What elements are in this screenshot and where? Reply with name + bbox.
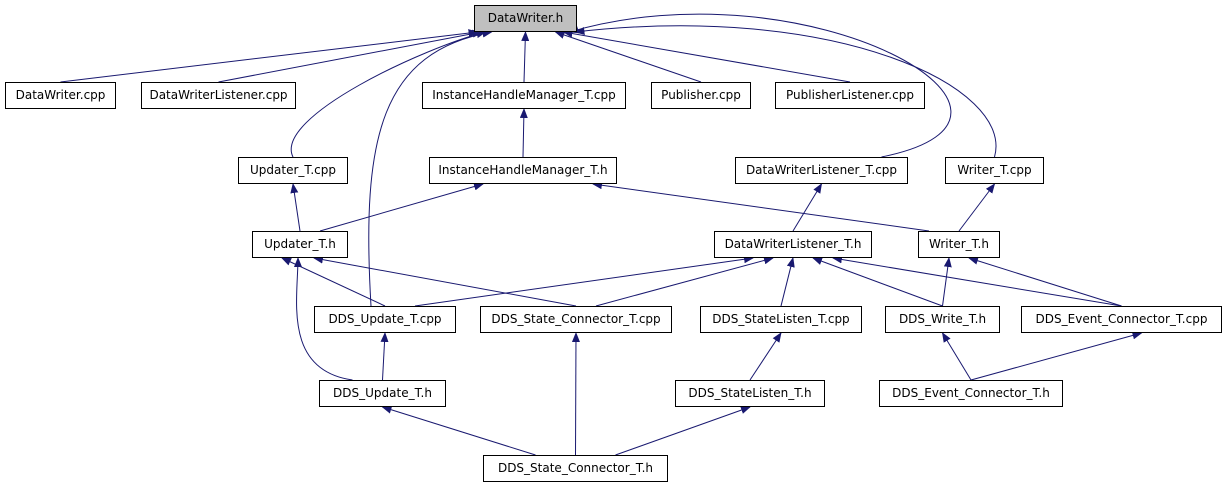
node-datawriter-cpp[interactable]: DataWriter.cpp [5, 82, 116, 109]
node-instancehandlemanager-t-h[interactable]: InstanceHandleManager_T.h [429, 157, 617, 184]
edge-dds-state-connector-t-cpp-to-updater-t-h [313, 255, 577, 307]
node-dds-update-t-h[interactable]: DDS_Update_T.h [319, 380, 446, 407]
node-dds-event-connector-t-cpp[interactable]: DDS_Event_Connector_T.cpp [1021, 306, 1222, 333]
node-dds-statelisten-t-h[interactable]: DDS_StateListen_T.h [675, 380, 825, 407]
node-publisher-cpp[interactable]: Publisher.cpp [651, 82, 751, 109]
edge-dds-state-connector-t-h-to-dds-statelisten-t-h [615, 406, 751, 456]
edge-instancehandlemanager-t-h-to-instancehandlemanager-t-cpp [519, 108, 528, 158]
edge-instancehandlemanager-t-cpp-to-datawriter-h [521, 31, 530, 83]
edge-dds-update-t-cpp-to-datawriterlistener-t-h [414, 255, 754, 307]
node-publisherlistener-cpp[interactable]: PublisherListener.cpp [775, 82, 925, 109]
edge-dds-event-connector-t-h-to-dds-event-connector-t-cpp [970, 331, 1143, 381]
edge-publisher-cpp-to-datawriter-h [554, 31, 702, 83]
edge-dds-state-connector-t-h-to-dds-update-t-h [381, 405, 536, 456]
edge-writer-t-cpp-to-datawriter-h [574, 25, 997, 158]
node-dds-statelisten-t-cpp[interactable]: DDS_StateListen_T.cpp [700, 306, 862, 333]
node-datawriterlistener-cpp[interactable]: DataWriterListener.cpp [141, 82, 296, 109]
edge-dds-statelisten-t-h-to-dds-statelisten-t-cpp [749, 332, 782, 381]
node-datawriterlistener-t-h[interactable]: DataWriterListener_T.h [714, 231, 872, 258]
edge-dds-state-connector-t-cpp-to-datawriterlistener-t-h [595, 256, 774, 307]
edge-dds-write-t-h-to-datawriterlistener-t-h [812, 257, 943, 307]
node-writer-t-h[interactable]: Writer_T.h [918, 231, 1000, 258]
edge-dds-update-t-h-to-updater-t-h [293, 257, 353, 381]
edges-layer [60, 13, 1143, 456]
edge-dds-update-t-h-to-dds-update-t-cpp [380, 332, 389, 381]
edge-dds-statelisten-t-cpp-to-datawriterlistener-t-h [780, 257, 795, 307]
node-updater-t-h[interactable]: Updater_T.h [252, 231, 348, 258]
edge-dds-event-connector-t-cpp-to-datawriterlistener-t-h [832, 255, 1122, 307]
node-writer-t-cpp[interactable]: Writer_T.cpp [945, 157, 1044, 184]
node-dds-update-t-cpp[interactable]: DDS_Update_T.cpp [314, 306, 456, 333]
edge-datawriter-cpp-to-datawriter-h [60, 29, 479, 83]
edge-updater-t-cpp-to-datawriter-h [290, 30, 487, 158]
edge-writer-t-h-to-instancehandlemanager-t-h [592, 181, 930, 232]
edge-updater-t-h-to-instancehandlemanager-t-h [319, 182, 484, 232]
node-datawriterlistener-t-cpp[interactable]: DataWriterListener_T.cpp [735, 157, 908, 184]
edge-datawriterlistener-cpp-to-datawriter-h [218, 29, 483, 83]
edge-dds-event-connector-t-cpp-to-writer-t-h [968, 256, 1122, 307]
node-dds-state-connector-t-h[interactable]: DDS_State_Connector_T.h [483, 455, 668, 482]
edge-dds-write-t-h-to-writer-t-h [942, 257, 952, 307]
edge-writer-t-h-to-writer-t-cpp [958, 183, 996, 232]
node-updater-t-cpp[interactable]: Updater_T.cpp [238, 157, 348, 184]
node-dds-event-connector-t-h[interactable]: DDS_Event_Connector_T.h [879, 380, 1063, 407]
edge-updater-t-h-to-updater-t-cpp [290, 183, 301, 232]
edge-datawriterlistener-t-cpp-to-datawriter-h [568, 13, 952, 158]
node-dds-state-connector-t-cpp[interactable]: DDS_State_Connector_T.cpp [480, 306, 672, 333]
node-instancehandlemanager-t-cpp[interactable]: InstanceHandleManager_T.cpp [422, 82, 626, 109]
edge-publisherlistener-cpp-to-datawriter-h [562, 29, 851, 83]
node-dds-write-t-h[interactable]: DDS_Write_T.h [885, 306, 1000, 333]
edge-dds-state-connector-t-h-to-dds-state-connector-t-cpp [571, 332, 580, 456]
edge-dds-event-connector-t-h-to-dds-write-t-h [941, 332, 972, 381]
edge-datawriterlistener-t-h-to-datawriterlistener-t-cpp [792, 183, 823, 232]
node-datawriter-h: DataWriter.h [474, 5, 577, 32]
edge-dds-update-t-cpp-to-datawriter-h [368, 29, 493, 307]
